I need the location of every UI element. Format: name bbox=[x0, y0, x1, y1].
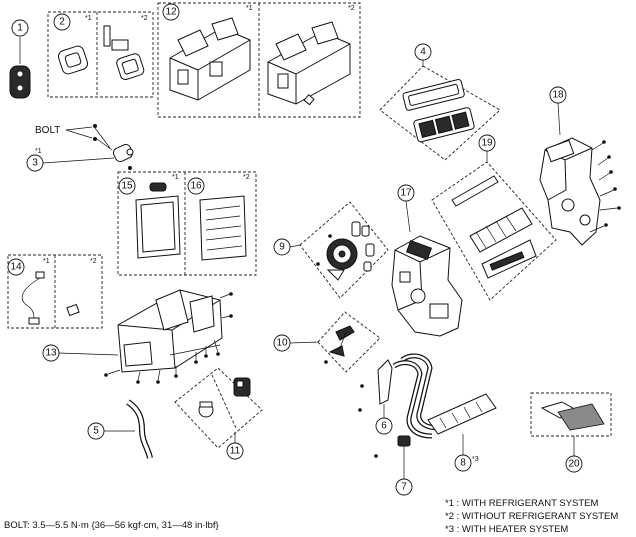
part-2-group: 2 *1 *2 bbox=[47, 11, 154, 98]
note-without-refrigerant: *2 : WITHOUT REFRIGERANT SYSTEM bbox=[445, 511, 618, 522]
marker-3: *1 bbox=[35, 148, 42, 155]
callout-10: 10 bbox=[276, 338, 288, 349]
marker-16: *2 bbox=[243, 174, 250, 181]
part-19-seals: 19 bbox=[431, 134, 557, 301]
callout-19: 19 bbox=[481, 138, 493, 149]
callout-3: 3 bbox=[32, 158, 38, 169]
marker-12-without: *2 bbox=[348, 5, 355, 12]
callout-11: 11 bbox=[230, 446, 241, 457]
part-13-blower-case: 13 bbox=[42, 289, 233, 384]
callout-18: 18 bbox=[552, 90, 564, 101]
part-4-seal: 4 bbox=[379, 43, 501, 161]
callout-13: 13 bbox=[45, 348, 57, 359]
part-12-group: 12 *1 *2 bbox=[157, 2, 361, 118]
callout-9: 9 bbox=[279, 242, 285, 253]
marker-14-with: *1 bbox=[43, 258, 50, 265]
callout-6: 6 bbox=[381, 421, 387, 432]
part-15-16-filters: 15 16 *1 *2 bbox=[117, 171, 257, 276]
callout-12: 12 bbox=[165, 7, 177, 18]
bolt-label: BOLT bbox=[35, 125, 60, 136]
part-6-7-8-heater-core: 6 7 8 *3 bbox=[358, 353, 497, 496]
callout-4: 4 bbox=[420, 47, 426, 58]
note-with-refrigerant: *1 : WITH REFRIGERANT SYSTEM bbox=[445, 498, 599, 509]
marker-8: *3 bbox=[472, 456, 479, 463]
part-9-motor: 9 bbox=[273, 201, 389, 299]
callout-20: 20 bbox=[568, 459, 580, 470]
callout-14: 14 bbox=[10, 262, 22, 273]
torque-spec: BOLT: 3.5—5.5 N·m {36—56 kgf·cm, 31—48 i… bbox=[4, 520, 219, 531]
part-1-gasket: 1 bbox=[9, 19, 31, 99]
marker-15: *1 bbox=[172, 174, 179, 181]
part-14-sensor: 14 *1 *2 bbox=[7, 254, 103, 329]
callout-1: 1 bbox=[17, 23, 23, 34]
part-3-bolt-fitting: BOLT *1 3 bbox=[26, 124, 134, 172]
part-10-link: 10 bbox=[273, 311, 381, 373]
callout-17: 17 bbox=[400, 188, 412, 199]
callout-15: 15 bbox=[121, 181, 133, 192]
part-11-actuators: 11 bbox=[174, 367, 263, 460]
part-20-insulator: 20 bbox=[530, 392, 612, 473]
note-with-heater: *3 : WITH HEATER SYSTEM bbox=[445, 524, 568, 535]
callout-5: 5 bbox=[93, 426, 99, 437]
callout-16: 16 bbox=[190, 181, 202, 192]
marker-without-refrigerant: *2 bbox=[141, 15, 148, 22]
part-5-drain-hose: 5 bbox=[87, 399, 153, 459]
marker-with-refrigerant: *1 bbox=[85, 15, 92, 22]
part-17-unit-case: 17 bbox=[391, 184, 463, 337]
part-18-unit-case: 18 bbox=[539, 86, 621, 246]
marker-14-without: *2 bbox=[90, 258, 97, 265]
callout-2: 2 bbox=[59, 17, 65, 28]
callout-8: 8 bbox=[460, 458, 466, 469]
callout-7: 7 bbox=[401, 482, 407, 493]
marker-12-with: *1 bbox=[246, 5, 253, 12]
